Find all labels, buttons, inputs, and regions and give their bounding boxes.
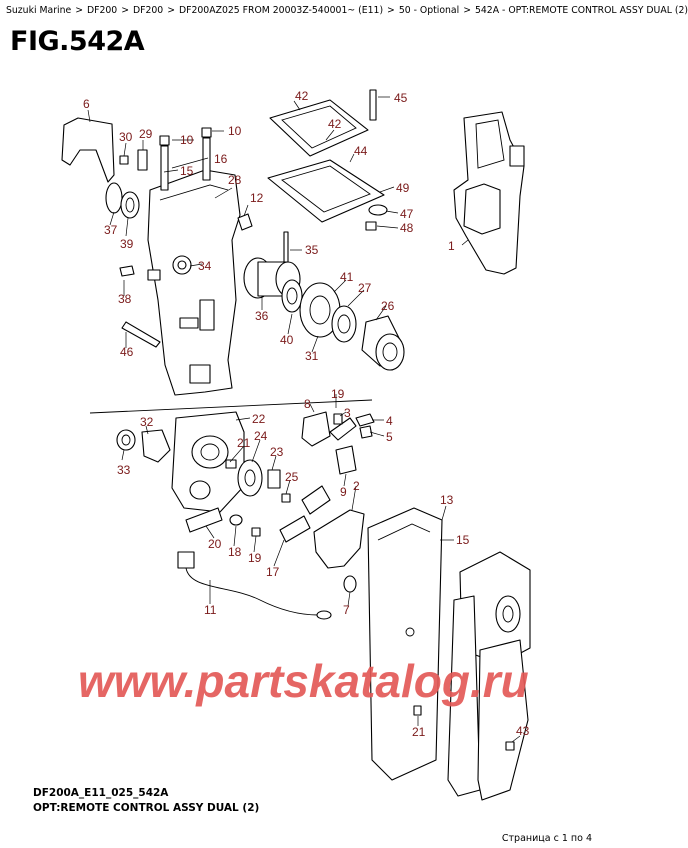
callout: 30 xyxy=(119,130,133,144)
figure-name: OPT:REMOTE CONTROL ASSY DUAL (2) xyxy=(33,802,260,814)
leader-lines xyxy=(87,96,521,743)
callout: 21 xyxy=(412,725,426,739)
wire-harness-11 xyxy=(177,551,332,620)
callout: 24 xyxy=(254,429,268,443)
exploded-parts-diagram: 6 29 30 10 10 16 15 28 12 37 39 42 42 45… xyxy=(61,89,531,801)
callout: 10 xyxy=(180,133,194,147)
small-parts-lower xyxy=(185,459,331,543)
breadcrumb-separator: > xyxy=(463,5,471,16)
callout: 12 xyxy=(250,191,264,205)
callout: 42 xyxy=(295,89,309,103)
breadcrumb-item[interactable]: 50 - Optional xyxy=(398,5,460,16)
callout: 38 xyxy=(118,292,132,306)
callout: 41 xyxy=(340,270,354,284)
clip-32 xyxy=(141,429,171,463)
washer-33 xyxy=(116,429,136,451)
page-counter: Страница с 1 по 4 xyxy=(501,833,592,844)
breadcrumb-separator: > xyxy=(75,5,83,16)
callout: 19 xyxy=(331,387,345,401)
callout-labels: 6 29 30 10 10 16 15 28 12 37 39 42 42 45… xyxy=(83,89,530,739)
callout: 33 xyxy=(117,463,131,477)
callout: 49 xyxy=(396,181,410,195)
callout: 31 xyxy=(305,349,319,363)
callout: 42 xyxy=(328,117,342,131)
callout: 23 xyxy=(270,445,284,459)
callout: 45 xyxy=(394,91,408,105)
callout: 32 xyxy=(140,415,154,429)
cam-gear-31 xyxy=(299,282,357,343)
drive-gear-assembly xyxy=(243,257,303,313)
callout: 21 xyxy=(237,436,251,450)
callout: 3 xyxy=(344,406,351,420)
section-divider xyxy=(89,399,373,414)
cam-plate-24 xyxy=(237,459,263,497)
callout: 15 xyxy=(456,533,470,547)
breadcrumb-separator: > xyxy=(167,5,175,16)
callout: 46 xyxy=(120,345,134,359)
callout: 25 xyxy=(285,470,299,484)
callout: 16 xyxy=(214,152,228,166)
callout: 7 xyxy=(343,603,350,617)
callout: 29 xyxy=(139,127,153,141)
breadcrumb-item[interactable]: DF200 xyxy=(86,5,118,16)
callout: 34 xyxy=(198,259,212,273)
callout: 40 xyxy=(280,333,294,347)
figure-title: FIG.542A xyxy=(10,26,145,57)
callout: 4 xyxy=(386,414,393,428)
callout: 17 xyxy=(266,565,280,579)
remote-control-handle xyxy=(453,111,525,275)
screw-21 xyxy=(413,705,422,716)
callout: 43 xyxy=(516,724,530,738)
bushing-26 xyxy=(361,315,405,371)
callout: 1 xyxy=(448,239,455,253)
callout: 35 xyxy=(305,243,319,257)
callout: 6 xyxy=(83,97,90,111)
breadcrumb-item[interactable]: Suzuki Marine xyxy=(6,5,72,16)
breadcrumb-separator: > xyxy=(121,5,129,16)
callout: 39 xyxy=(120,237,134,251)
callout: 37 xyxy=(104,223,118,237)
bearing-ring xyxy=(105,182,140,219)
callout: 15 xyxy=(180,164,194,178)
circlip-7 xyxy=(343,575,357,593)
callout: 13 xyxy=(440,493,454,507)
watermark: www.partskatalog.ru xyxy=(78,655,529,707)
callout: 19 xyxy=(248,551,262,565)
figure-code: DF200A_E11_025_542A xyxy=(33,787,169,799)
breadcrumb-item[interactable]: DF200 xyxy=(132,5,164,16)
callout: 47 xyxy=(400,207,414,221)
callout: 5 xyxy=(386,430,393,444)
screw-43 xyxy=(505,741,515,751)
callout: 10 xyxy=(228,124,242,138)
callout: 27 xyxy=(358,281,372,295)
callout: 22 xyxy=(252,412,266,426)
callout: 28 xyxy=(228,173,242,187)
bolts-upper xyxy=(119,127,212,348)
callout: 11 xyxy=(204,603,217,617)
breadcrumb-current: 542A - OPT:REMOTE CONTROL ASSY DUAL (2) xyxy=(474,5,688,16)
callout: 44 xyxy=(354,144,368,158)
callout: 2 xyxy=(353,479,360,493)
callout: 36 xyxy=(255,309,269,323)
breadcrumb-separator: > xyxy=(387,5,395,16)
callout: 20 xyxy=(208,537,222,551)
callout: 18 xyxy=(228,545,242,559)
shaft-35 xyxy=(283,231,289,266)
callout: 8 xyxy=(304,397,311,411)
shift-lever-assy xyxy=(301,411,375,475)
control-housing-lower xyxy=(367,507,531,801)
control-housing-upper xyxy=(147,169,241,396)
bracket-plate xyxy=(61,117,115,183)
callout: 26 xyxy=(381,299,395,313)
pin-12 xyxy=(237,213,253,231)
callout: 48 xyxy=(400,221,414,235)
bracket-2 xyxy=(313,509,365,569)
cover-gasket xyxy=(267,89,388,231)
callout: 9 xyxy=(340,485,347,499)
breadcrumb-item[interactable]: DF200AZ025 FROM 20003Z-540001~ (E11) xyxy=(178,5,384,16)
neutral-switch-body xyxy=(171,411,245,513)
breadcrumb: Suzuki Marine > DF200 > DF200 > DF200AZ0… xyxy=(6,5,688,17)
